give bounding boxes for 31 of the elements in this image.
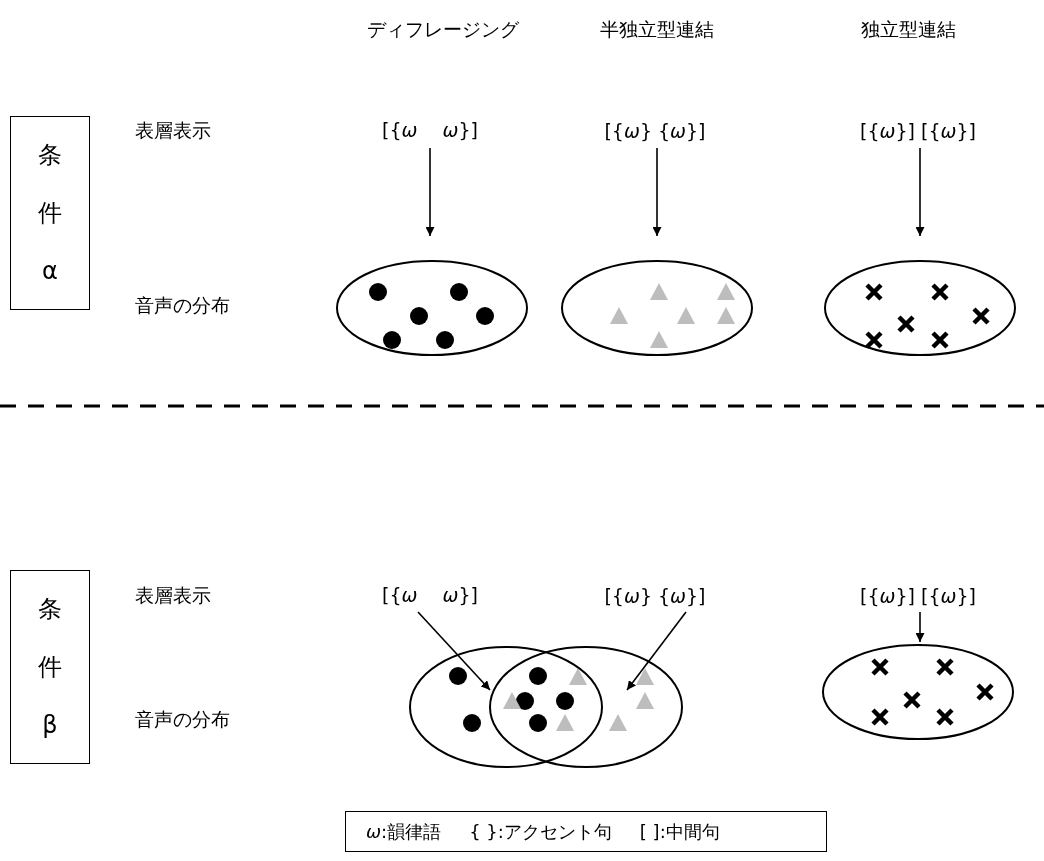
distribution-ellipse — [336, 260, 528, 356]
arrow — [915, 147, 925, 237]
column-heading: 独立型連結 — [860, 17, 956, 42]
column-heading: ディフレージング — [367, 17, 519, 42]
arrow — [626, 611, 687, 691]
arrow — [425, 147, 435, 237]
arrow — [652, 147, 662, 237]
distribution-ellipse — [489, 646, 683, 768]
distribution-ellipse — [561, 260, 753, 356]
condition-box: 条件α — [10, 116, 90, 310]
distribution-ellipse — [822, 644, 1014, 740]
representation-text: [{ω} {ω}] — [604, 120, 706, 142]
representation-text: [{ω ω}] — [382, 583, 478, 609]
legend-entry: { }:アクセント句 — [469, 819, 612, 844]
representation-text: [{ω}] [{ω}] — [860, 585, 976, 607]
representation-text: [{ω} {ω}] — [604, 585, 706, 607]
legend-entry: ω:韻律語 — [366, 819, 442, 844]
distribution-ellipse — [824, 260, 1016, 356]
row-heading: 表層表示 — [135, 118, 211, 143]
legend-box — [345, 811, 827, 852]
legend-entry: [ ]:中間句 — [639, 819, 720, 844]
row-heading: 表層表示 — [135, 583, 211, 608]
distribution-ellipse — [409, 646, 603, 768]
row-heading: 音声の分布 — [135, 293, 230, 318]
condition-box: 条件β — [10, 570, 90, 764]
row-heading: 音声の分布 — [135, 707, 230, 732]
arrow — [417, 611, 491, 691]
representation-text: [{ω}] [{ω}] — [860, 120, 976, 142]
column-heading: 半独立型連結 — [600, 17, 714, 42]
arrow — [915, 611, 925, 643]
representation-text: [{ω ω}] — [382, 118, 478, 144]
